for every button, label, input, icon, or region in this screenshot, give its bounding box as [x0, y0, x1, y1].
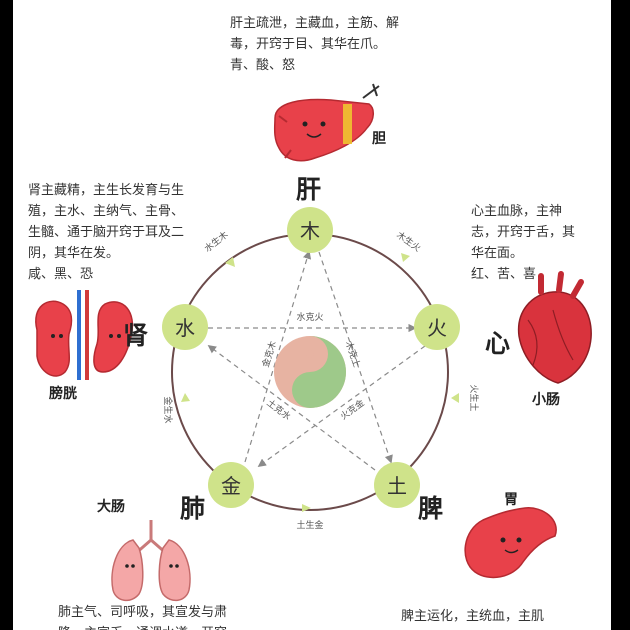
fire-earth-arrow — [451, 393, 459, 403]
label-fire-controls-metal: 火克金 — [338, 397, 367, 423]
node-metal[interactable]: 金 — [208, 462, 254, 508]
metal-controls-wood-line — [244, 250, 312, 463]
liver-description: 肝主疏泄，主藏血，主筋、解 毒，开窍于目、其华在爪。 青、酸、怒 — [230, 16, 400, 73]
heart-description: 心主血脉，主神 志，开窍于舌，其 华在面。 红、苦、喜 — [471, 204, 576, 282]
organ-stomach-label: 胃 — [504, 492, 518, 508]
label-earth-generates-metal: 土生金 — [296, 519, 323, 531]
node-fire-label: 火 — [427, 316, 447, 340]
label-wood-controls-earth: 木克土 — [343, 339, 363, 368]
controlling-star — [199, 250, 426, 471]
node-water-label: 水 — [175, 316, 195, 340]
label-water-controls-fire: 水克火 — [296, 311, 323, 323]
organ-kidney-label: 肾 — [123, 321, 149, 350]
metal-water-arrow — [181, 393, 190, 402]
label-wood-generates-fire: 木生火 — [394, 229, 423, 254]
node-metal-label: 金 — [221, 474, 241, 498]
organ-liver-label: 肝 — [296, 175, 322, 204]
stomach-icon — [464, 507, 557, 579]
wood-controls-earth-line — [318, 251, 393, 464]
lung-description: 肺主气、司呼吸，其宣发与肃 降，主宣乏，通调水道，开窍 — [58, 605, 228, 630]
node-fire[interactable]: 火 — [414, 304, 460, 350]
five-elements-diagram: 木生火 火生土 土生金 金生水 水生木 水克火 火克金 金克木 木克土 土克水 … — [35, 83, 592, 602]
node-wood-label: 木 — [300, 219, 320, 243]
label-water-generates-wood: 水生木 — [202, 229, 231, 255]
heart-icon — [517, 271, 592, 384]
water-wood-arrow — [225, 257, 235, 267]
node-water[interactable]: 水 — [162, 304, 208, 350]
generating-arrows — [181, 253, 459, 512]
kidney-description: 肾主藏精，主生长发育与生 殖，主水、主纳气、主骨、 生髓、通于脑开窍于耳及二 阴… — [28, 183, 185, 282]
organ-small-intestine-label: 小肠 — [532, 392, 560, 408]
earth-controls-water-line — [207, 344, 376, 471]
organ-bladder-label: 膀胱 — [49, 386, 77, 402]
five-elements-canvas: 木生火 火生土 土生金 金生水 水生木 水克火 火克金 金克木 木克土 土克水 … — [13, 0, 611, 630]
organ-spleen-label: 脾 — [418, 494, 444, 523]
liver-icon — [273, 83, 380, 162]
lung-icon — [111, 520, 191, 602]
label-metal-generates-water: 金生水 — [162, 396, 174, 423]
wood-fire-arrow — [401, 253, 410, 262]
fire-controls-metal-line — [257, 345, 426, 467]
spleen-description: 脾主运化，主统血，主肌 — [401, 609, 545, 624]
organ-heart-label: 心 — [485, 329, 511, 358]
yin-yang-icon — [274, 336, 346, 408]
label-fire-generates-earth: 火生土 — [468, 384, 480, 411]
node-earth-label: 土 — [387, 474, 407, 498]
earth-metal-arrow — [302, 504, 311, 512]
node-earth[interactable]: 土 — [374, 462, 420, 508]
kidney-icon — [35, 290, 134, 380]
organ-large-intestine-label: 大肠 — [97, 499, 125, 515]
organ-gallbladder-label: 胆 — [372, 131, 386, 147]
organ-lung-label: 肺 — [180, 494, 206, 523]
node-wood[interactable]: 木 — [287, 207, 333, 253]
